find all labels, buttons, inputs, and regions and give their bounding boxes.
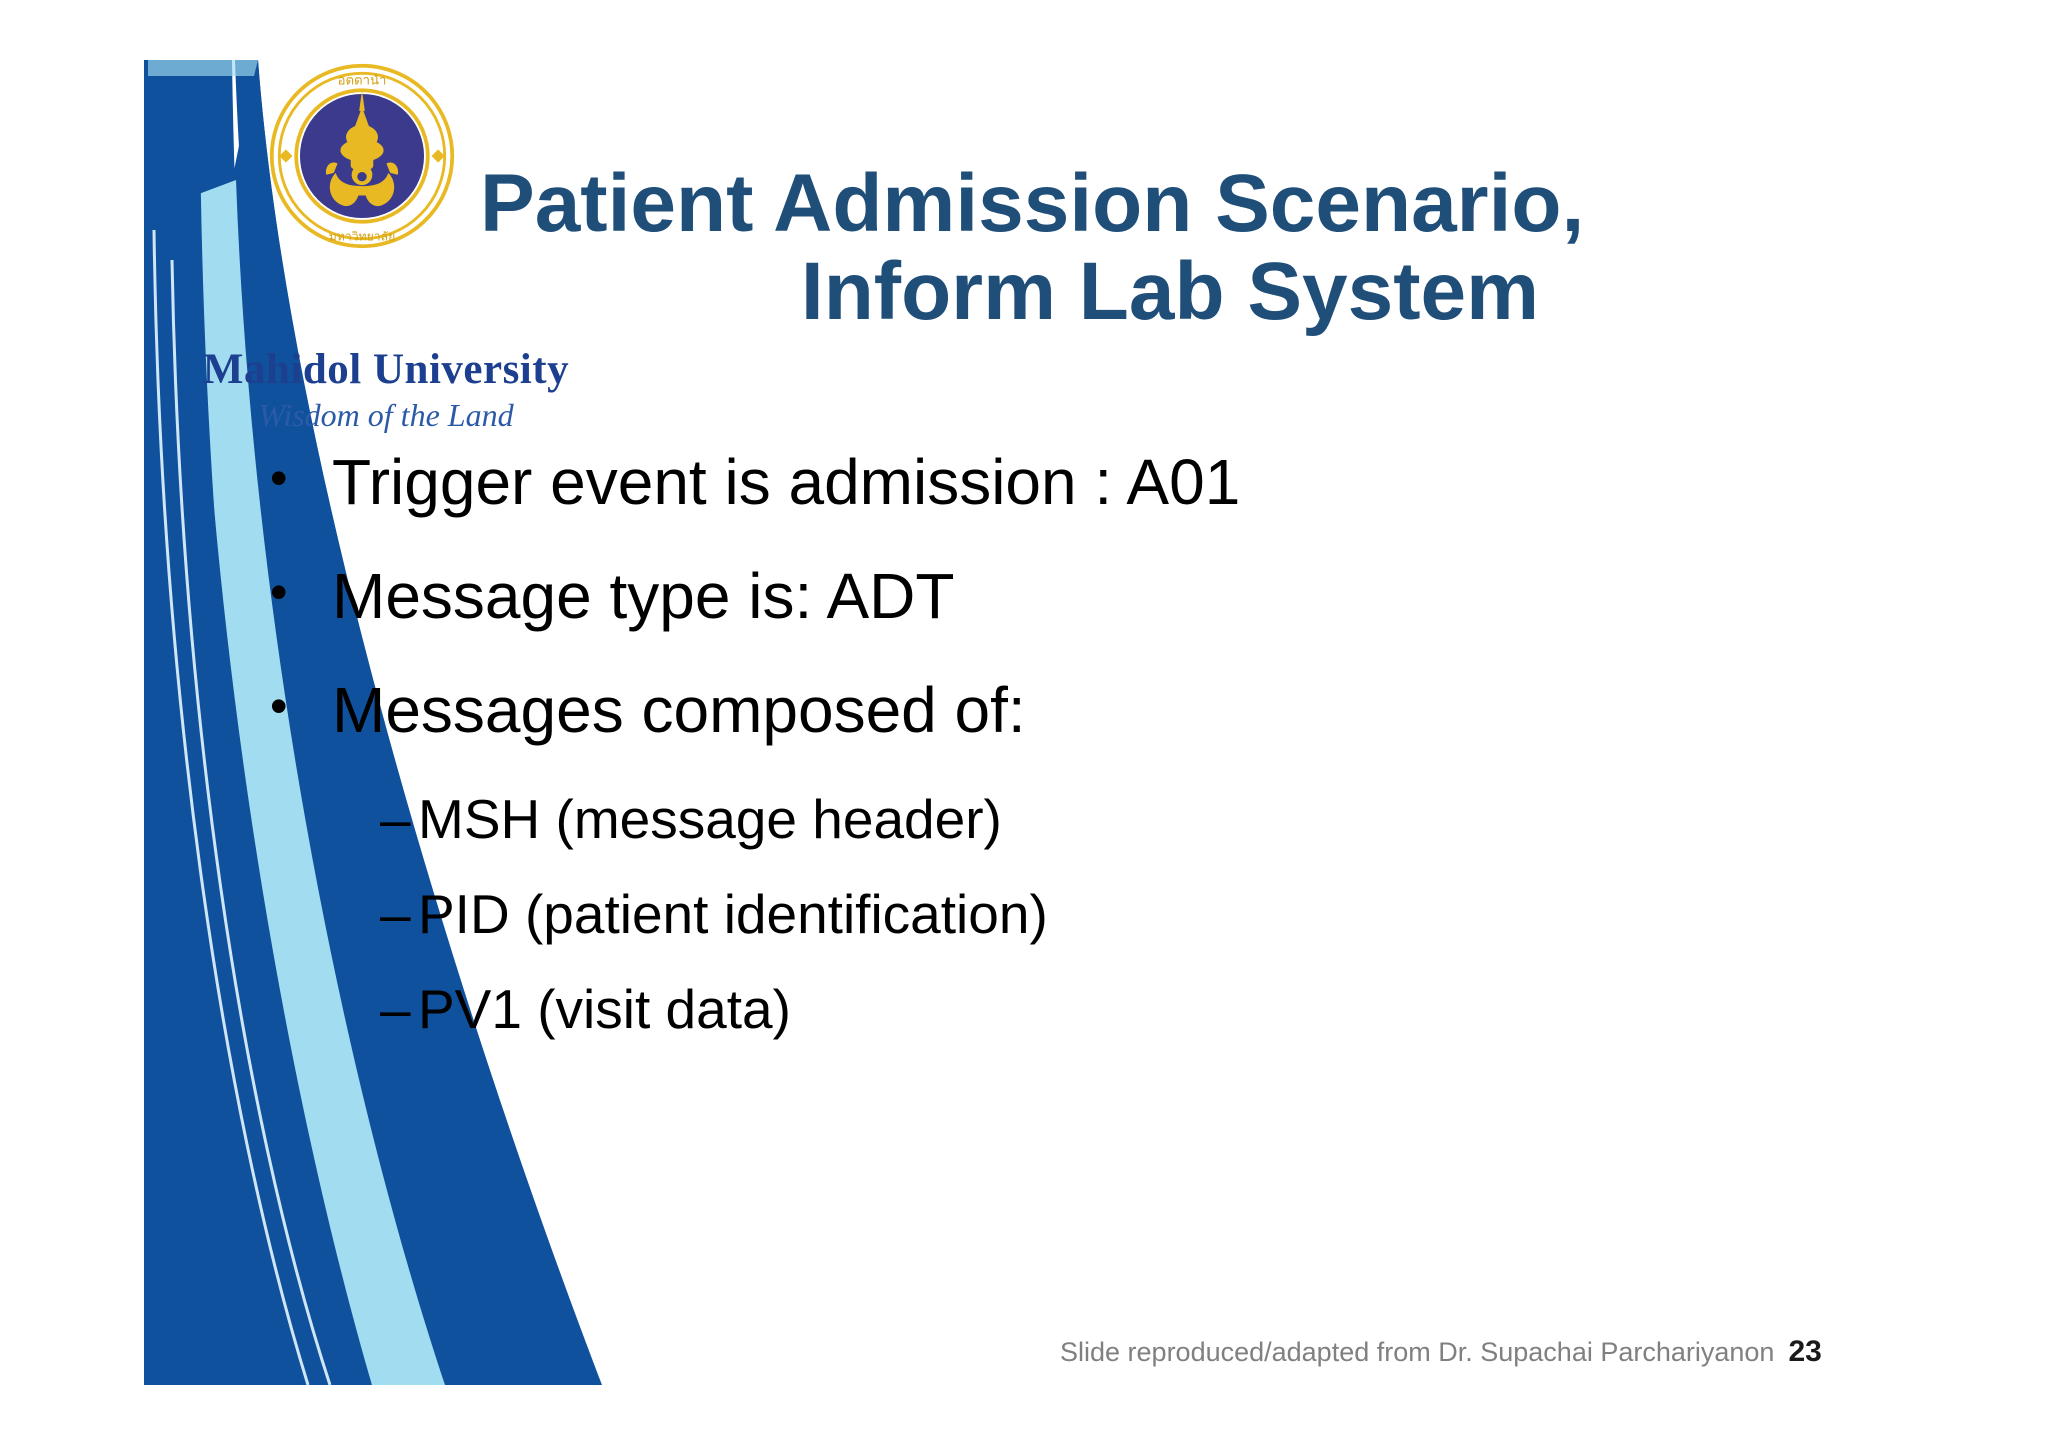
footer-credit-text: Slide reproduced/adapted from Dr. Supach…: [1060, 1337, 1775, 1367]
sub-bullet-item: – PV1 (visit data): [380, 982, 1770, 1037]
slide-footer: Slide reproduced/adapted from Dr. Supach…: [1060, 1335, 1822, 1369]
bullet-item: • Message type is: ADT: [270, 564, 1770, 628]
slide-body-content: • Trigger event is admission : A01 • Mes…: [270, 450, 1770, 1077]
university-logo-block: อตตานำ มหาวิทยาลัย Mahidol: [196, 62, 576, 431]
sub-bullet-item: – PID (patient identification): [380, 887, 1770, 942]
bullet-marker: •: [270, 450, 288, 506]
bullet-item: • Messages composed of:: [270, 678, 1770, 742]
slide-title: Patient Admission Scenario, Inform Lab S…: [470, 157, 1870, 338]
slide-title-line-1: Patient Admission Scenario,: [480, 157, 1585, 249]
slide-title-line-2: Inform Lab System: [800, 246, 1540, 338]
sub-bullet-marker: –: [380, 978, 411, 1040]
svg-text:มหาวิทยาลัย: มหาวิทยาลัย: [329, 230, 396, 244]
university-tagline-label: Wisdom of the Land: [258, 397, 514, 433]
university-name-label: Mahidol University: [202, 346, 570, 393]
svg-text:อตตานำ: อตตานำ: [338, 74, 387, 89]
sub-bullet-marker: –: [380, 788, 411, 850]
mahidol-university-seal-icon: อตตานำ มหาวิทยาลัย: [269, 63, 455, 249]
bullet-item: • Trigger event is admission : A01: [270, 450, 1770, 514]
bullet-marker: •: [270, 564, 288, 620]
bullet-marker: •: [270, 678, 288, 734]
sub-bullet-text: PID (patient identification): [418, 883, 1048, 945]
sub-bullet-group: – MSH (message header) – PID (patient id…: [270, 792, 1770, 1037]
slide-page-number: 23: [1788, 1335, 1822, 1368]
sub-bullet-item: – MSH (message header): [380, 792, 1770, 847]
sub-bullet-text: MSH (message header): [418, 788, 1002, 850]
bullet-text: Trigger event is admission : A01: [332, 446, 1241, 518]
bullet-text: Messages composed of:: [332, 674, 1026, 746]
sub-bullet-text: PV1 (visit data): [418, 978, 791, 1040]
sub-bullet-marker: –: [380, 883, 411, 945]
bullet-text: Message type is: ADT: [332, 560, 955, 632]
